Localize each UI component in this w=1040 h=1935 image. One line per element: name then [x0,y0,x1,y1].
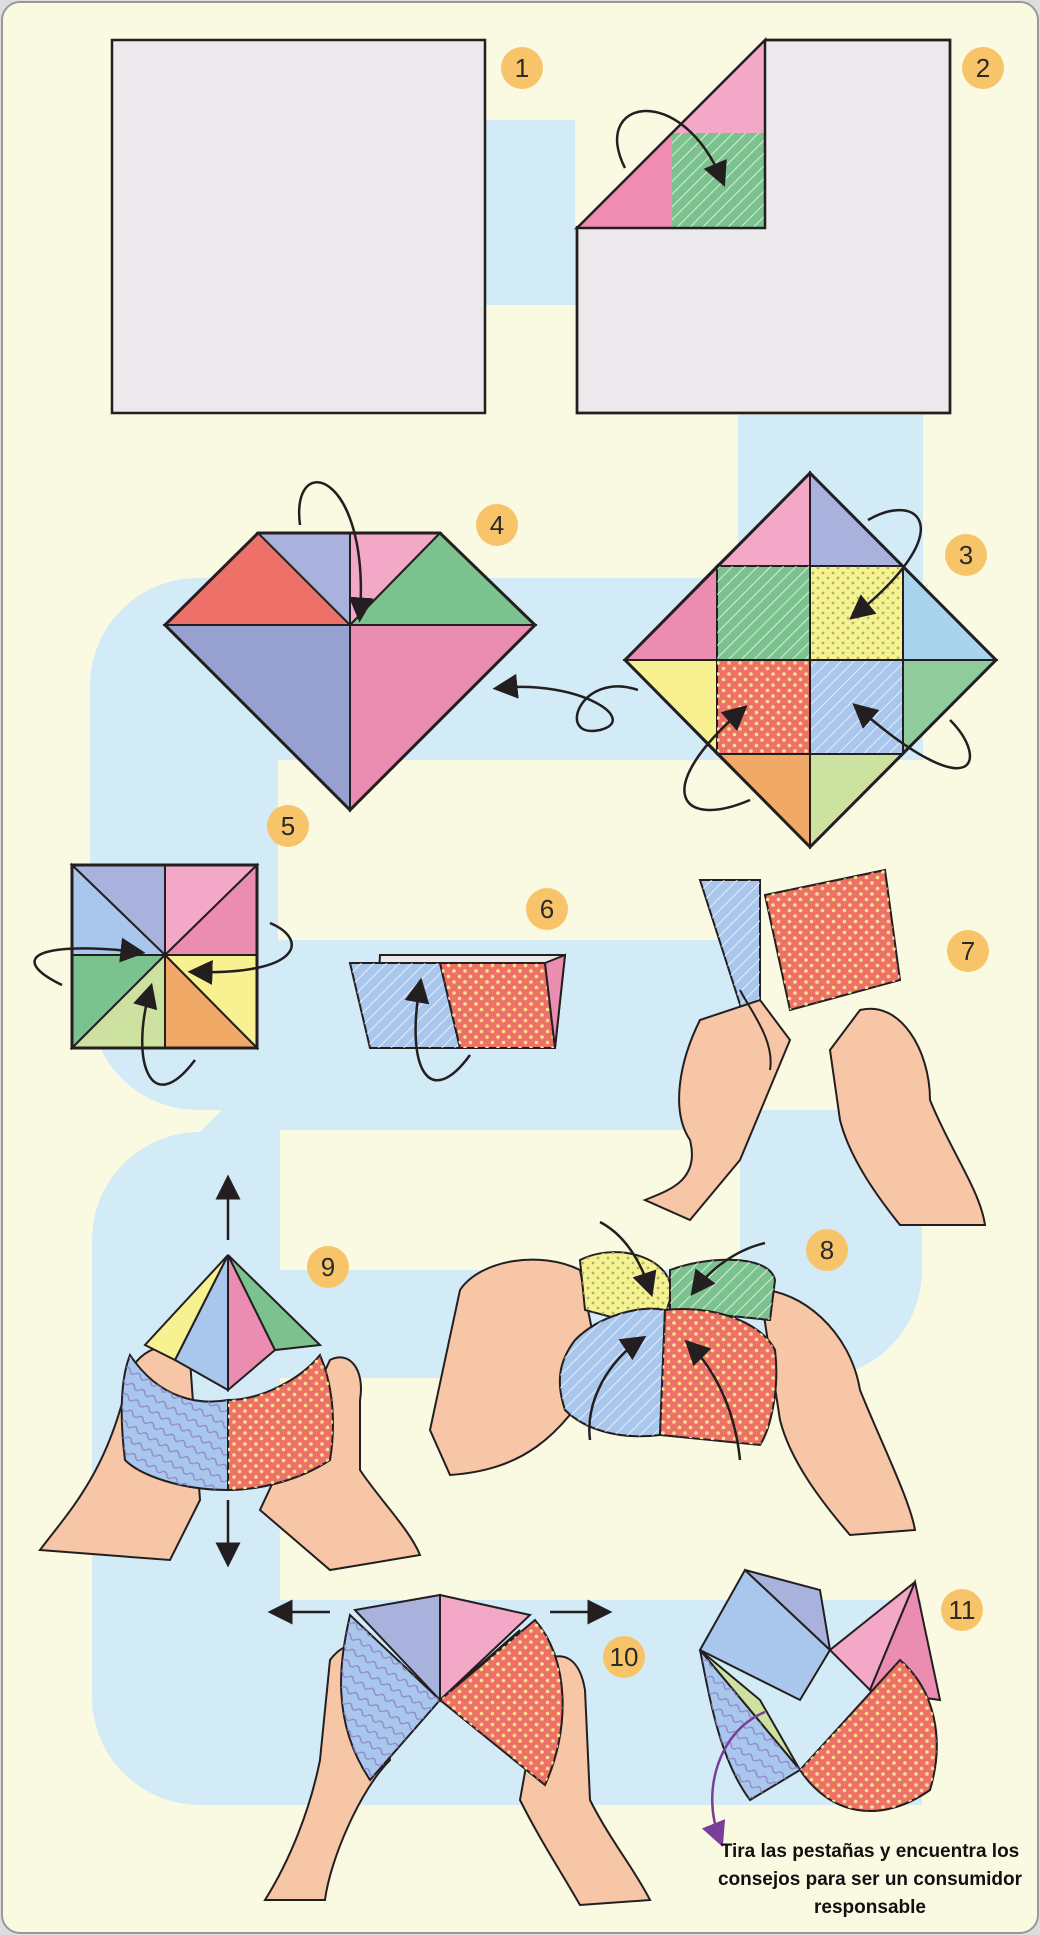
step-badge-1: 1 [501,47,543,89]
svg-text:4: 4 [490,510,504,540]
caption-line-2: consejos para ser un consumidor [700,1866,1040,1894]
step-badge-2: 2 [962,47,1004,89]
svg-text:7: 7 [961,936,975,966]
caption-line-1: Tira las pestañas y encuentra los [700,1838,1040,1866]
step-badge-4: 4 [476,504,518,546]
svg-text:1: 1 [515,53,529,83]
svg-text:6: 6 [540,894,554,924]
step-1-square [112,40,485,413]
step-badge-3: 3 [945,534,987,576]
svg-text:5: 5 [281,811,295,841]
step-badge-6: 6 [526,888,568,930]
step-badge-10: 10 [603,1636,645,1678]
step-badge-7: 7 [947,930,989,972]
svg-text:10: 10 [610,1642,639,1672]
step-badge-8: 8 [806,1229,848,1271]
step-badge-11: 11 [941,1589,983,1631]
svg-text:2: 2 [976,53,990,83]
svg-text:11: 11 [949,1595,976,1625]
step-2-fold-corner [575,38,950,413]
svg-text:9: 9 [321,1252,335,1282]
caption-line-3: responsable [700,1894,1040,1922]
svg-text:3: 3 [959,540,973,570]
final-instruction-caption: Tira las pestañas y encuentra los consej… [700,1838,1040,1922]
step-badge-5: 5 [267,805,309,847]
step-badge-9: 9 [307,1246,349,1288]
svg-text:8: 8 [820,1235,834,1265]
